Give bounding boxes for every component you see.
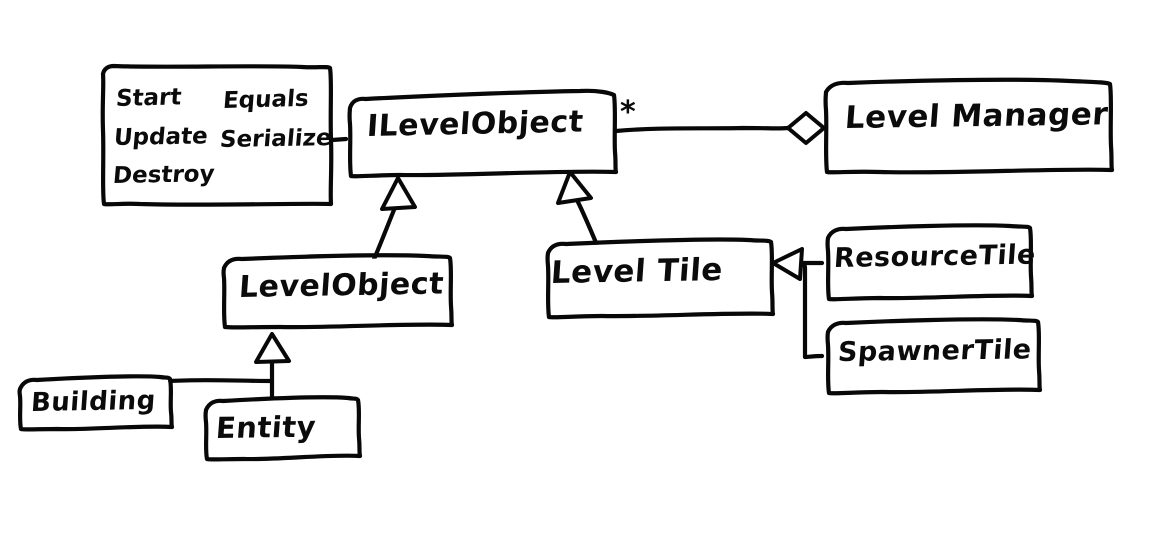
method-label-equals: Equals xyxy=(221,85,310,115)
edge-generalization-children xyxy=(167,332,291,401)
method-label-destroy: Destroy xyxy=(111,161,216,190)
method-label-update: Update xyxy=(112,123,209,152)
node-levelobject[interactable] xyxy=(221,253,455,330)
edge-aggregation-levelmanager xyxy=(613,111,826,145)
method-label-serialize: Serialize xyxy=(218,125,333,154)
multiplicity-star: * xyxy=(620,95,636,130)
node-resourcetile[interactable] xyxy=(825,223,1035,302)
method-label-start: Start xyxy=(114,84,183,113)
node-levelmanager[interactable] xyxy=(823,77,1115,175)
node-ilevelobject[interactable] xyxy=(347,88,619,179)
node-building[interactable] xyxy=(17,374,175,432)
node-spawnertile[interactable] xyxy=(825,317,1043,396)
node-methods-box[interactable] xyxy=(100,63,334,207)
edge-note-link xyxy=(329,136,349,143)
edge-generalization-tiles xyxy=(771,247,825,360)
edge-generalization-levelobject xyxy=(369,176,417,267)
node-entity[interactable] xyxy=(203,395,363,462)
edge-generalization-leveltile xyxy=(556,170,600,248)
node-leveltile[interactable] xyxy=(545,237,776,320)
